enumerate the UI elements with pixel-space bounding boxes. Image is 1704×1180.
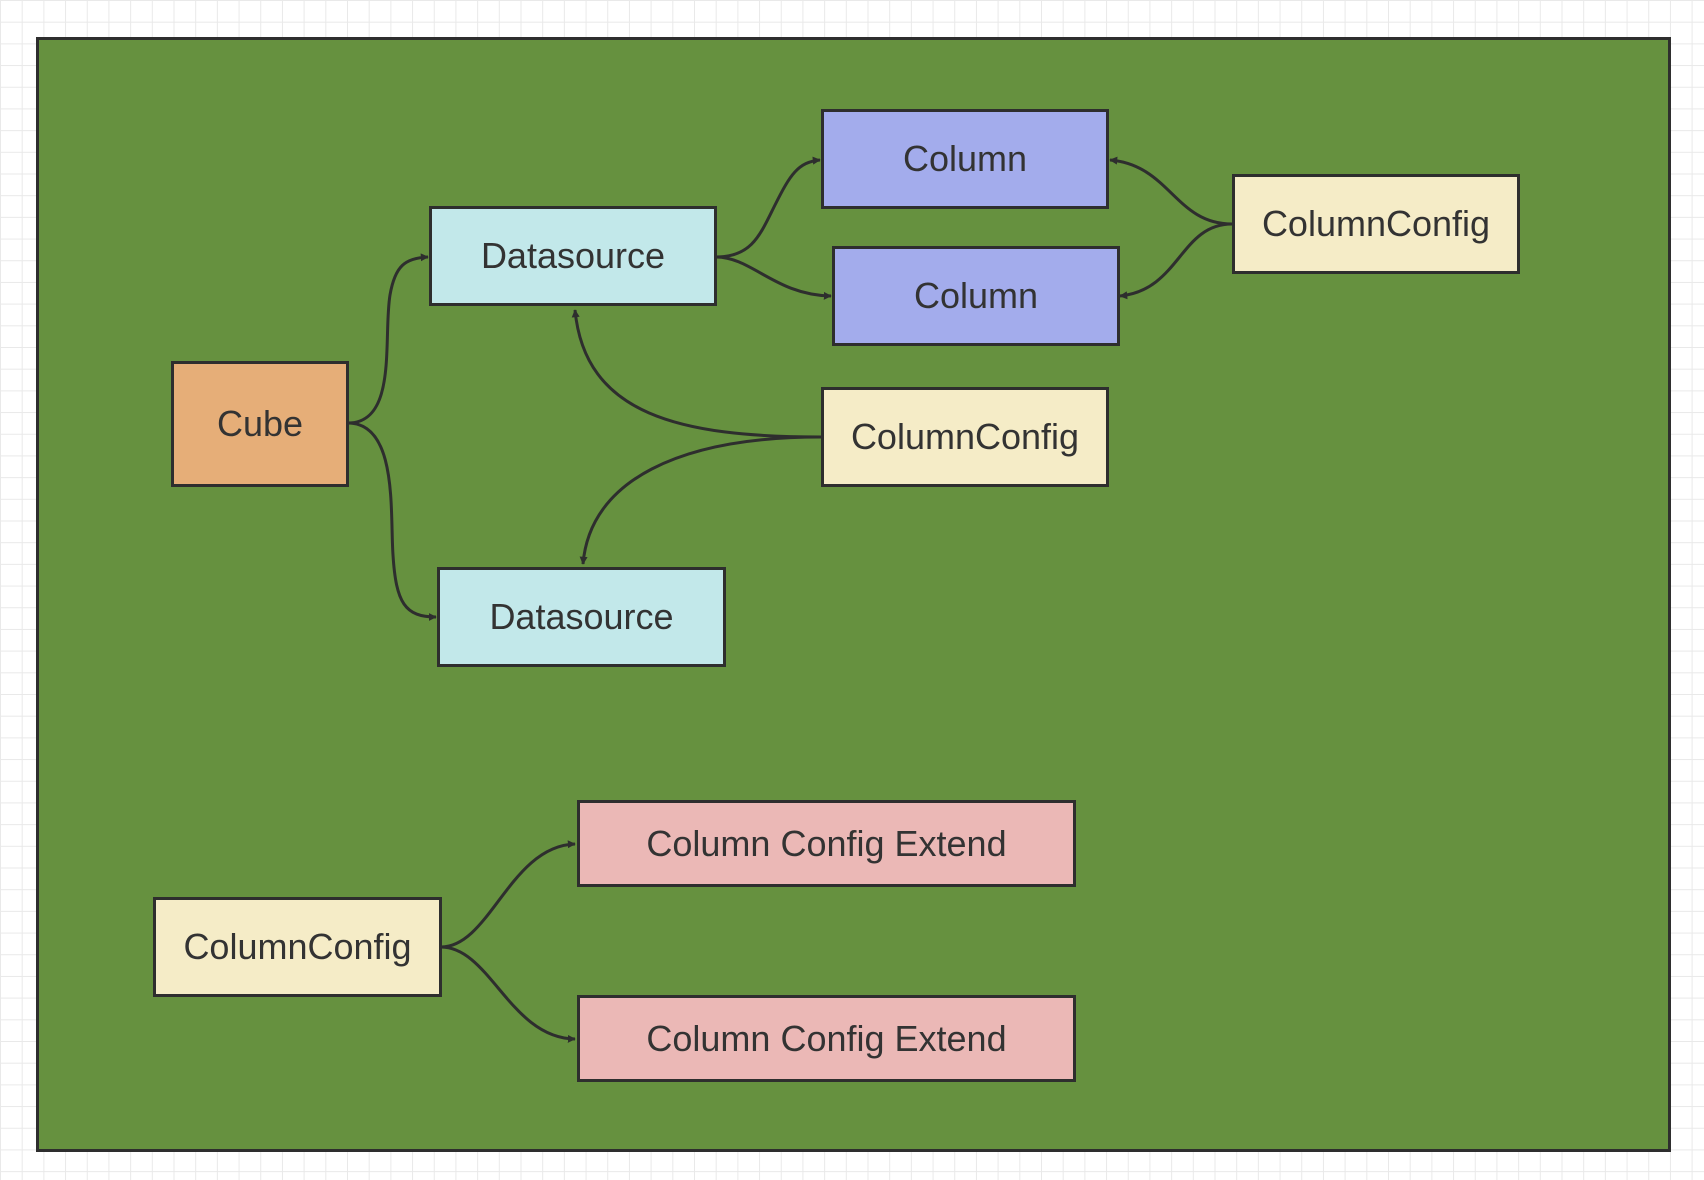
- datasource-node-1: Datasource: [429, 206, 717, 306]
- column-config-extend-node-1: Column Config Extend: [577, 800, 1076, 887]
- column-config-node-1: ColumnConfig: [1232, 174, 1520, 274]
- column-config-extend-node-2: Column Config Extend: [577, 995, 1076, 1082]
- column-node-1: Column: [821, 109, 1109, 209]
- column-config-node-3: ColumnConfig: [153, 897, 442, 997]
- datasource-node-2: Datasource: [437, 567, 726, 667]
- column-config-node-2: ColumnConfig: [821, 387, 1109, 487]
- cube-node: Cube: [171, 361, 349, 487]
- column-node-2: Column: [832, 246, 1120, 346]
